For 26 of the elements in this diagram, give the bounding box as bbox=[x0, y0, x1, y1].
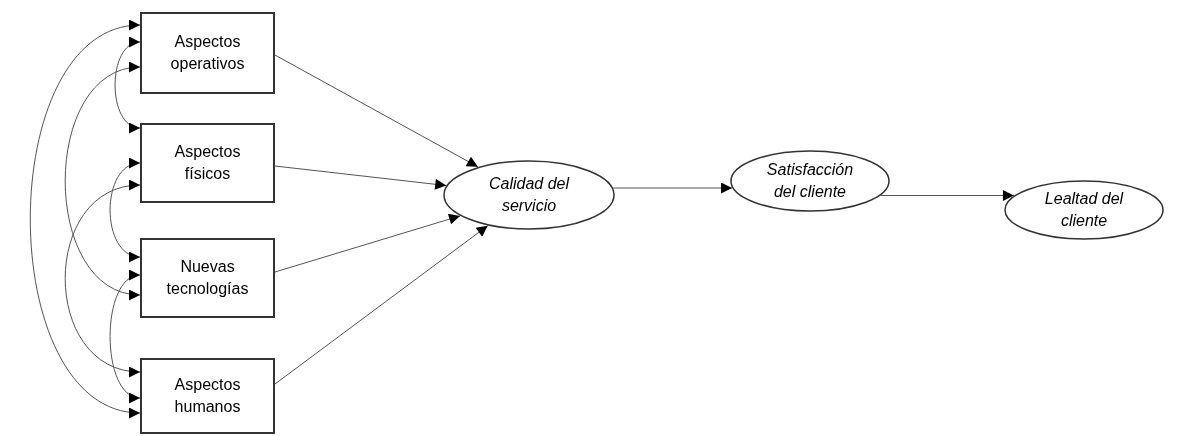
double-headed-arrow bbox=[64, 181, 141, 376]
arrow bbox=[274, 165, 447, 190]
arrow bbox=[274, 225, 489, 385]
double-headed-arrow bbox=[109, 272, 141, 401]
arrow bbox=[612, 182, 733, 194]
node-label: Aspectos físicos bbox=[173, 142, 242, 184]
construct-ellipse bbox=[443, 160, 615, 230]
node-label: Lealtad del cliente bbox=[1043, 189, 1125, 231]
double-headed-arrow bbox=[114, 39, 141, 131]
arrow bbox=[274, 54, 479, 168]
node-label: Calidad del servicio bbox=[487, 174, 571, 216]
double-headed-arrow bbox=[64, 63, 141, 299]
node-label: Nuevas tecnologías bbox=[165, 257, 250, 299]
double-headed-arrow bbox=[109, 159, 141, 261]
indicator-box bbox=[140, 123, 275, 203]
indicator-box bbox=[140, 12, 275, 94]
node-label: Satisfacción del cliente bbox=[765, 160, 855, 202]
arrow bbox=[274, 213, 461, 273]
indicator-box bbox=[140, 238, 275, 318]
double-headed-arrow bbox=[29, 22, 141, 416]
construct-ellipse bbox=[730, 150, 890, 212]
arrow bbox=[880, 190, 1015, 201]
node-label: Aspectos operativos bbox=[169, 32, 246, 74]
indicator-box bbox=[140, 358, 275, 434]
construct-ellipse bbox=[1004, 180, 1164, 240]
node-label: Aspectos humanos bbox=[173, 375, 242, 417]
